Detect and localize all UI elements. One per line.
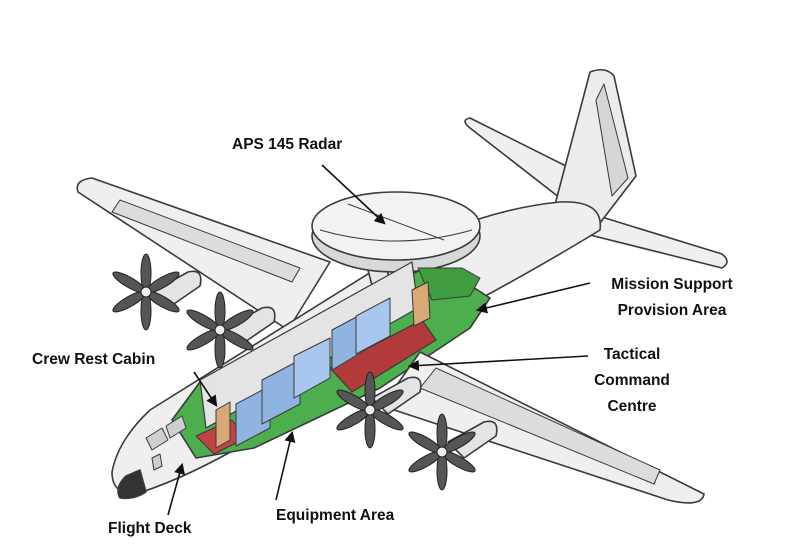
left-wing-flap [111,199,301,283]
propeller-right-outer [408,413,476,491]
console-rack-4 [331,313,363,371]
propeller-hub [214,324,226,336]
propeller-left-inner [186,291,254,369]
propeller-right-inner [336,371,404,449]
console-rack-2 [261,359,301,425]
tactical-floor [329,319,437,393]
propeller-hub [140,286,152,298]
nose-radome [117,469,147,500]
leader-tactical [407,355,589,372]
tail-fin [551,68,637,237]
propeller-left-outer [112,253,180,331]
leader-equipment [275,430,296,501]
label-equipment-area: Equipment Area [276,507,395,524]
propeller-hub [364,404,376,416]
console-rack-5 [355,297,391,355]
wood-panel-1 [215,401,231,449]
radar-dome [311,191,481,261]
label-tactical-command-centre: Tactical Command Centre [578,342,686,420]
leader-flight [167,462,185,516]
console-rack-3 [293,337,331,399]
leader-mission [475,282,591,314]
leader-crew [193,371,218,407]
cockpit-window [145,427,169,451]
right-stabilizer [577,213,728,269]
engine-nacelle-right-outer [447,420,498,459]
left-stabilizer [464,117,591,199]
tail-fin-rudder [595,83,629,197]
right-wing-flap [419,367,661,485]
wood-panel-2 [411,281,431,327]
label-tactical-line-2: Command [594,372,670,389]
leader-radar [321,164,386,225]
propeller-hub [436,446,448,458]
label-flight-deck: Flight Deck [108,520,192,537]
label-tactical-line-3: Centre [607,398,657,415]
label-crew-rest-cabin: Crew Rest Cabin [32,351,156,368]
label-mission-line-1: Mission Support [611,276,733,293]
label-tactical-line-1: Tactical [603,346,661,363]
label-aps-145-radar: APS 145 Radar [232,136,343,153]
label-mission-support-provision-area: Mission Support Provision Area [584,272,760,324]
mission-support-equipment [417,267,481,301]
label-mission-line-2: Provision Area [617,302,727,319]
